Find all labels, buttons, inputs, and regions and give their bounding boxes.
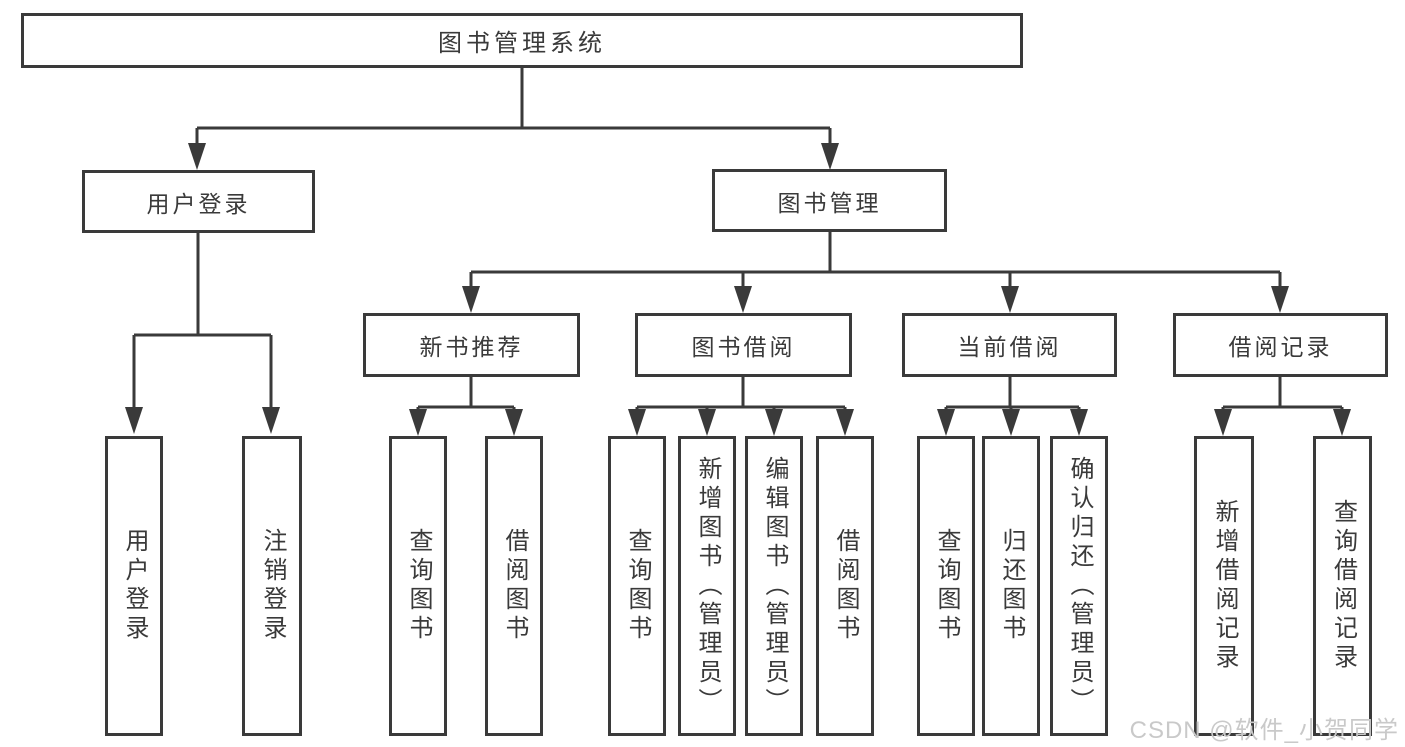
leaf-borrow-add-books-admin: 新增图书（管理员） (678, 436, 736, 736)
node-label: 归还图书 (998, 528, 1025, 644)
leaf-current-return-books: 归还图书 (982, 436, 1040, 736)
csdn-watermark: CSDN @软件_小贺同学 (1129, 717, 1399, 744)
connector-book-borrow-branch (628, 377, 854, 436)
connector-new-book-branch (409, 377, 523, 436)
node-label: 借阅记录 (1228, 334, 1333, 360)
node-label: 当前借阅 (957, 334, 1062, 360)
node-current-borrow: 当前借阅 (902, 313, 1117, 377)
node-label: 查询图书 (624, 528, 651, 644)
node-book-borrow: 图书借阅 (635, 313, 852, 377)
leaf-user-login: 用户登录 (105, 436, 163, 736)
arrowhead (628, 409, 646, 436)
node-label: 查询图书 (933, 528, 960, 644)
connector-borrow-records-branch (1214, 377, 1351, 436)
node-label: 新增图书（管理员） (694, 455, 721, 717)
leaf-borrow-query-books: 查询图书 (608, 436, 666, 736)
leaf-current-confirm-return-admin: 确认归还（管理员） (1050, 436, 1108, 736)
leaf-newbook-query-books: 查询图书 (389, 436, 447, 736)
connector-root-branch (188, 68, 839, 170)
leaf-records-add-record: 新增借阅记录 (1194, 436, 1254, 736)
connector-book-management-branch (462, 232, 1289, 313)
node-label: 图书管理 (777, 189, 882, 216)
leaf-logout-login: 注销登录 (242, 436, 302, 736)
arrowhead (765, 409, 783, 436)
node-label: 新增借阅记录 (1211, 499, 1238, 673)
node-label: 注销登录 (259, 528, 286, 644)
leaf-newbook-borrow-books: 借阅图书 (485, 436, 543, 736)
node-label: 图书管理系统 (438, 30, 606, 57)
arrowhead (1333, 409, 1351, 436)
leaf-current-query-books: 查询图书 (917, 436, 975, 736)
arrowhead (1001, 286, 1019, 313)
node-book-management: 图书管理 (712, 169, 947, 232)
node-borrow-records: 借阅记录 (1173, 313, 1388, 377)
node-label: 新书推荐 (419, 334, 524, 360)
arrowhead (1002, 409, 1020, 436)
arrowhead (125, 407, 143, 434)
node-label: 查询借阅记录 (1329, 499, 1357, 673)
node-label: 图书借阅 (691, 334, 796, 360)
node-label: 编辑图书（管理员） (761, 455, 788, 717)
node-label: 借阅图书 (832, 528, 859, 644)
connector-user-login-branch (125, 233, 280, 434)
arrowhead (734, 286, 752, 313)
arrowhead (937, 409, 955, 436)
leaf-records-query-record: 查询借阅记录 (1313, 436, 1372, 736)
node-label: 查询图书 (405, 528, 432, 644)
arrowhead (836, 409, 854, 436)
leaf-borrow-borrow-books: 借阅图书 (816, 436, 874, 736)
node-label: 用户登录 (121, 528, 148, 644)
arrowhead (462, 286, 480, 313)
arrowhead (1271, 286, 1289, 313)
arrowhead (262, 407, 280, 434)
leaf-borrow-edit-books-admin: 编辑图书（管理员） (745, 436, 803, 736)
arrowhead (409, 409, 427, 436)
arrowhead (1070, 409, 1088, 436)
arrowhead (505, 409, 523, 436)
node-library-system: 图书管理系统 (21, 13, 1023, 68)
node-user-login: 用户登录 (82, 170, 315, 233)
arrowhead (821, 143, 839, 170)
node-label: 用户登录 (146, 190, 251, 217)
connector-current-borrow-branch (937, 377, 1088, 436)
node-new-book-recommend: 新书推荐 (363, 313, 580, 377)
arrowhead (1214, 409, 1232, 436)
arrowhead (698, 409, 716, 436)
node-label: 借阅图书 (501, 528, 528, 644)
arrowhead (188, 143, 206, 170)
node-label: 确认归还（管理员） (1066, 455, 1093, 717)
